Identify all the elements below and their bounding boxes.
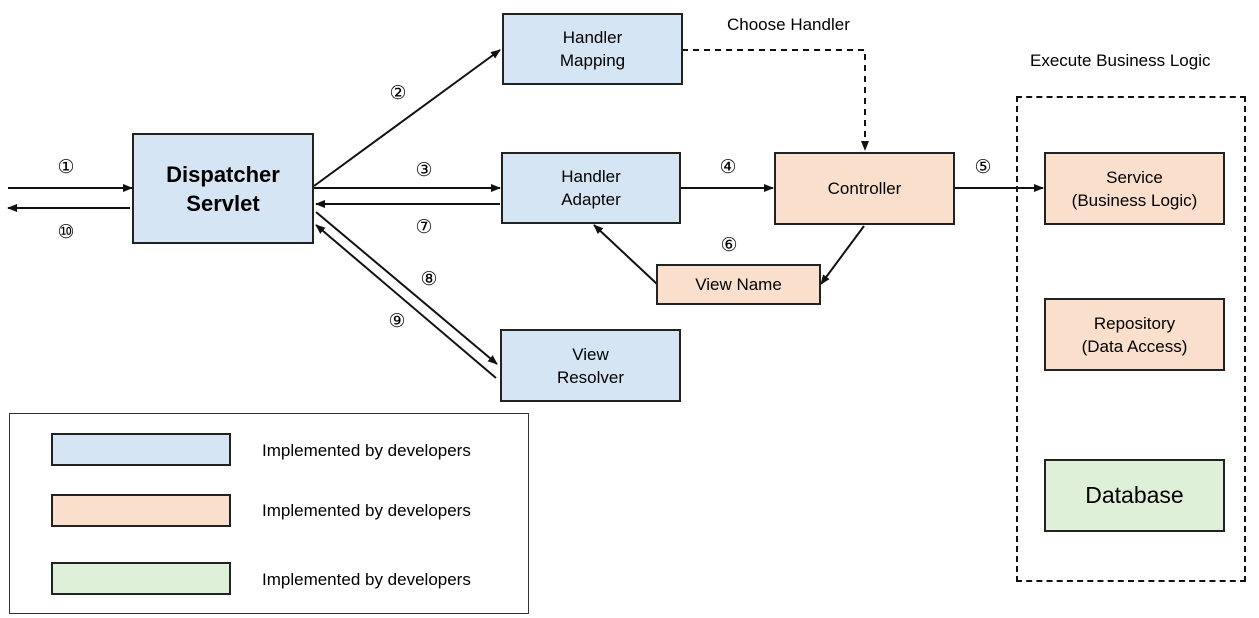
arrow-choose-handler bbox=[682, 49, 869, 151]
repository-label: Repository (Data Access) bbox=[1081, 313, 1188, 356]
step-8: ⑧ bbox=[420, 269, 438, 290]
view-resolver-node: View Resolver bbox=[500, 329, 681, 402]
handler-mapping-node: Handler Mapping bbox=[502, 13, 683, 85]
business-logic-group bbox=[1016, 96, 1246, 582]
handler-adapter-node: Handler Adapter bbox=[501, 152, 681, 224]
legend-text-orange: Implemented by developers bbox=[262, 501, 471, 520]
step-3: ③ bbox=[415, 160, 433, 181]
legend-swatch-orange bbox=[51, 494, 231, 527]
step-1: ① bbox=[57, 157, 75, 178]
execute-business-logic-label: Execute Business Logic bbox=[1030, 51, 1211, 70]
repository-node: Repository (Data Access) bbox=[1044, 298, 1225, 371]
step-5: ⑤ bbox=[974, 157, 992, 178]
database-node: Database bbox=[1044, 459, 1225, 532]
legend: Implemented by developers Implemented by… bbox=[9, 413, 529, 614]
view-name-node: View Name bbox=[656, 264, 821, 305]
legend-swatch-blue bbox=[51, 433, 231, 466]
view-resolver-label: View Resolver bbox=[556, 344, 625, 387]
controller-node: Controller bbox=[774, 152, 955, 225]
step-2: ② bbox=[389, 83, 407, 104]
arrow-view-name-to-adapter bbox=[593, 224, 658, 285]
arrow-view-resolver-back bbox=[315, 224, 497, 379]
legend-text-blue: Implemented by developers bbox=[262, 441, 471, 460]
legend-swatch-green bbox=[51, 562, 231, 595]
dispatcher-servlet-node: Dispatcher Servlet bbox=[132, 133, 314, 244]
arrow-to-handler-mapping bbox=[313, 49, 501, 187]
step-7: ⑦ bbox=[415, 217, 433, 238]
controller-label: Controller bbox=[827, 179, 902, 198]
arrow-to-view-resolver bbox=[315, 211, 498, 365]
database-label: Database bbox=[1085, 482, 1184, 508]
step-6: ⑥ bbox=[720, 235, 738, 256]
handler-adapter-label: Handler Adapter bbox=[561, 167, 621, 209]
step-10: ⑩ bbox=[57, 222, 75, 243]
legend-text-green: Implemented by developers bbox=[262, 570, 471, 589]
service-node: Service (Business Logic) bbox=[1044, 152, 1225, 225]
step-9: ⑨ bbox=[388, 311, 406, 332]
handler-mapping-label: Handler Mapping bbox=[559, 28, 626, 70]
arrow-to-view-name bbox=[820, 225, 865, 285]
step-4: ④ bbox=[719, 157, 737, 178]
view-name-label: View Name bbox=[695, 275, 782, 294]
service-label: Service (Business Logic) bbox=[1071, 167, 1198, 210]
dispatcher-servlet-label: Dispatcher Servlet bbox=[166, 161, 280, 216]
choose-handler-label: Choose Handler bbox=[727, 15, 850, 34]
